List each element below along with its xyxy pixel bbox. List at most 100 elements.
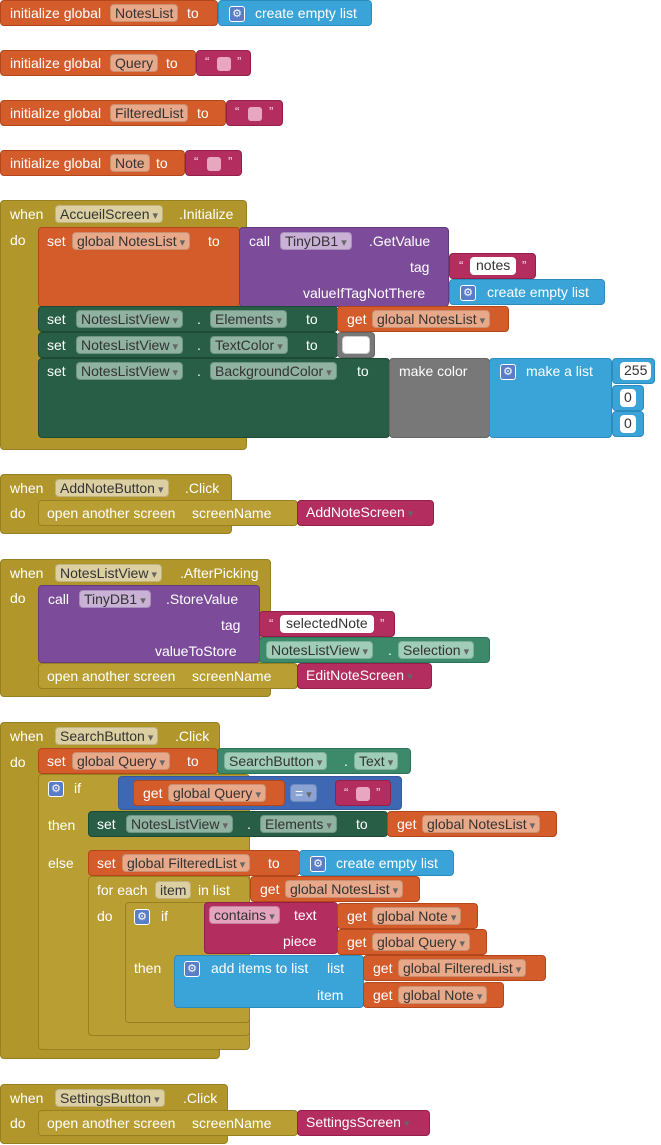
get-global-noteslist-block[interactable]: get global NotesList — [337, 306, 509, 332]
init-global-filteredlist-block[interactable]: initialize global FilteredList to — [0, 100, 226, 126]
text-field-empty[interactable] — [248, 107, 262, 121]
number-block[interactable]: 0 — [612, 385, 644, 411]
text-field-empty[interactable] — [356, 787, 370, 801]
empty-text-block[interactable]: “ ” — [335, 780, 391, 806]
screen-dropdown[interactable]: SettingsScreen — [302, 1114, 414, 1132]
text-selectednote-block[interactable]: “ selectedNote ” — [259, 611, 395, 637]
set-elements-block[interactable]: set NotesListView . Elements to — [38, 306, 338, 332]
make-color-block[interactable]: make color — [389, 358, 490, 438]
number-field[interactable]: 0 — [620, 389, 636, 407]
variable-dropdown[interactable]: global Query — [72, 752, 170, 770]
component-dropdown[interactable]: NotesListView — [76, 336, 184, 354]
component-dropdown[interactable]: NotesListView — [76, 362, 184, 380]
component-dropdown[interactable]: SearchButton — [224, 752, 328, 770]
noteslistview-selection-getter[interactable]: NotesListView . Selection — [259, 637, 490, 663]
get-global-noteslist-block[interactable]: get global NotesList — [250, 876, 420, 902]
property-dropdown[interactable]: Elements — [260, 815, 337, 833]
make-a-list-block[interactable]: ⚙ make a list — [489, 358, 612, 438]
component-dropdown[interactable]: SettingsButton — [55, 1089, 165, 1107]
number-field[interactable]: 0 — [620, 415, 636, 433]
create-empty-list-block[interactable]: ⚙ create empty list — [299, 850, 454, 876]
variable-dropdown[interactable]: global FilteredList — [122, 854, 251, 872]
property-dropdown[interactable]: BackgroundColor — [210, 362, 337, 380]
mutator-gear-icon[interactable]: ⚙ — [134, 909, 150, 925]
text-field-empty[interactable] — [207, 157, 221, 171]
init-global-query-block[interactable]: initialize global Query to — [0, 50, 196, 76]
searchbutton-text-getter[interactable]: SearchButton . Text — [217, 748, 411, 774]
init-global-note-block[interactable]: initialize global Note to — [0, 150, 185, 176]
component-dropdown[interactable]: NotesListView — [266, 641, 374, 659]
mutator-gear-icon[interactable]: ⚙ — [184, 961, 200, 977]
variable-dropdown[interactable]: global NotesList — [285, 880, 404, 898]
mutator-gear-icon[interactable]: ⚙ — [460, 285, 476, 301]
get-global-note-block[interactable]: get global Note — [363, 982, 504, 1008]
contains-dropdown[interactable]: contains — [209, 906, 280, 924]
tinydb-getvalue-block[interactable]: call TinyDB1 .GetValue tag valueIfTagNot… — [239, 227, 449, 307]
compare-operator-dropdown[interactable]: = — [290, 784, 317, 802]
mutator-gear-icon[interactable]: ⚙ — [310, 856, 326, 872]
set-global-filteredlist-block[interactable]: set global FilteredList to — [88, 850, 300, 876]
mutator-gear-icon[interactable]: ⚙ — [229, 6, 245, 22]
loop-variable-field[interactable]: item — [155, 881, 192, 899]
open-another-screen-block[interactable]: open another screen screenName — [38, 663, 298, 689]
variable-dropdown[interactable]: global NotesList — [372, 310, 491, 328]
component-dropdown[interactable]: NotesListView — [76, 310, 184, 328]
get-global-filteredlist-block[interactable]: get global FilteredList — [363, 955, 546, 981]
component-dropdown[interactable]: NotesListView — [126, 815, 234, 833]
mutator-gear-icon[interactable]: ⚙ — [48, 781, 64, 797]
screen-name-block[interactable]: SettingsScreen — [297, 1110, 430, 1136]
screen-name-block[interactable]: AddNoteScreen — [297, 500, 434, 526]
number-field[interactable]: 255 — [620, 362, 652, 380]
color-white-block[interactable] — [337, 332, 375, 358]
tinydb-storevalue-block[interactable]: call TinyDB1 .StoreValue tag valueToStor… — [38, 585, 260, 663]
color-swatch[interactable] — [342, 336, 370, 354]
get-global-query-block[interactable]: get global Query — [337, 929, 487, 955]
component-dropdown[interactable]: TinyDB1 — [280, 232, 352, 250]
property-dropdown[interactable]: Text — [354, 752, 399, 770]
get-global-note-block[interactable]: get global Note — [337, 903, 478, 929]
variable-dropdown[interactable]: global FilteredList — [398, 959, 527, 977]
global-name-field[interactable]: Note — [110, 154, 150, 172]
global-name-field[interactable]: NotesList — [110, 4, 179, 22]
component-dropdown[interactable]: NotesListView — [55, 564, 163, 582]
add-items-to-list-block[interactable]: ⚙ add items to list list item — [174, 955, 364, 1008]
number-block[interactable]: 0 — [612, 411, 644, 437]
create-empty-list-block[interactable]: ⚙ create empty list — [218, 0, 372, 26]
create-empty-list-block[interactable]: ⚙ create empty list — [449, 279, 605, 305]
text-field[interactable]: selectedNote — [280, 615, 374, 633]
property-dropdown[interactable]: Selection — [398, 641, 475, 659]
variable-dropdown[interactable]: global NotesList — [72, 232, 191, 250]
global-name-field[interactable]: FilteredList — [110, 104, 189, 122]
get-global-noteslist-block[interactable]: get global NotesList — [387, 811, 557, 837]
global-name-field[interactable]: Query — [110, 54, 159, 72]
screen-dropdown[interactable]: AddNoteScreen — [302, 504, 418, 522]
get-global-query-block[interactable]: get global Query — [133, 780, 285, 806]
set-global-noteslist-block[interactable]: set global NotesList to — [38, 227, 240, 307]
open-another-screen-block[interactable]: open another screen screenName — [38, 1110, 298, 1136]
empty-text-block[interactable]: “ ” — [196, 50, 251, 76]
init-global-noteslist-block[interactable]: initialize global NotesList to — [0, 0, 218, 26]
screen-dropdown[interactable]: EditNoteScreen — [302, 667, 417, 685]
set-backgroundcolor-block[interactable]: set NotesListView . BackgroundColor to — [38, 358, 390, 438]
text-field[interactable]: notes — [470, 257, 517, 275]
number-block[interactable]: 255 — [612, 358, 655, 384]
component-dropdown[interactable]: AccueilScreen — [55, 205, 164, 223]
text-contains-block[interactable]: contains text piece — [204, 902, 338, 954]
empty-text-block[interactable]: “ ” — [185, 150, 242, 176]
text-notes-block[interactable]: “ notes ” — [449, 253, 536, 279]
component-dropdown[interactable]: SearchButton — [55, 727, 159, 745]
empty-text-block[interactable]: “ ” — [226, 100, 283, 126]
set-textcolor-block[interactable]: set NotesListView . TextColor to — [38, 332, 338, 358]
variable-dropdown[interactable]: global Query — [168, 784, 266, 802]
variable-dropdown[interactable]: global NotesList — [422, 815, 541, 833]
variable-dropdown[interactable]: global Note — [398, 986, 488, 1004]
component-dropdown[interactable]: AddNoteButton — [55, 479, 169, 497]
property-dropdown[interactable]: Elements — [210, 310, 287, 328]
variable-dropdown[interactable]: global Query — [372, 933, 470, 951]
set-global-query-block[interactable]: set global Query to — [38, 748, 218, 774]
screen-name-block[interactable]: EditNoteScreen — [297, 663, 432, 689]
component-dropdown[interactable]: TinyDB1 — [79, 590, 151, 608]
property-dropdown[interactable]: TextColor — [210, 336, 288, 354]
open-another-screen-block[interactable]: open another screen screenName — [38, 500, 298, 526]
text-field-empty[interactable] — [217, 57, 231, 71]
